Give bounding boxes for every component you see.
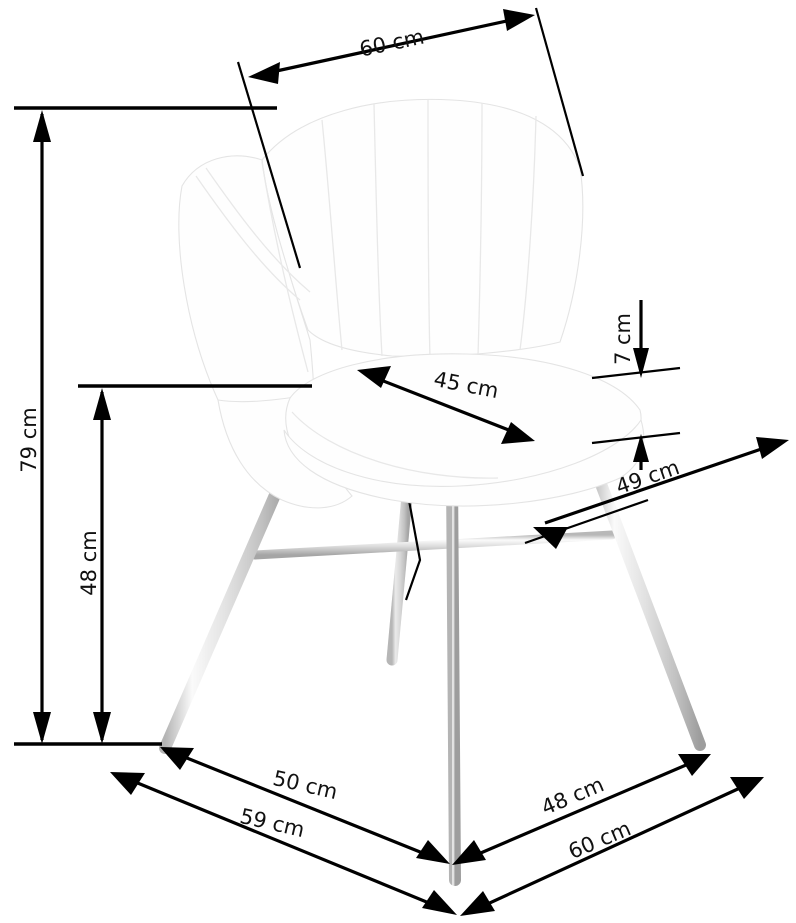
dimline-base-front-right bbox=[461, 757, 701, 863]
left-wing-edge-seam bbox=[261, 161, 309, 373]
chair-illustration bbox=[159, 98, 706, 886]
arrow-base-outer-left-start bbox=[110, 772, 145, 795]
label-seat-height: 48 cm bbox=[77, 530, 101, 595]
arrow-thickness-up bbox=[633, 434, 649, 462]
ext-thickness-upper bbox=[591, 366, 681, 380]
arrow-seat-depth-right bbox=[501, 422, 535, 444]
dimline-base-outer-right bbox=[469, 780, 754, 914]
dimension-seat-height: 48 cm bbox=[77, 388, 111, 744]
label-base-outer-right: 60 cm bbox=[565, 816, 635, 864]
backrest-seams bbox=[321, 99, 537, 359]
arrow-total-height-bottom bbox=[33, 712, 51, 744]
arrow-base-front-right-end bbox=[678, 754, 711, 776]
left-wing-fold-seam-2 bbox=[205, 167, 311, 293]
label-total-height: 79 cm bbox=[17, 407, 41, 472]
arrow-thickness-down bbox=[633, 348, 649, 378]
ext-back-width-right bbox=[534, 7, 585, 177]
dimension-back-width: 60 cm bbox=[236, 7, 585, 269]
arrow-base-outer-right-end bbox=[730, 777, 764, 799]
dimline-back-width bbox=[257, 15, 526, 77]
ext-back-width-left bbox=[236, 61, 302, 269]
dimension-total-height: 79 cm bbox=[17, 110, 51, 744]
arrow-base-outer-right-start bbox=[460, 891, 495, 916]
leg-front-centre bbox=[446, 469, 461, 886]
seat-front-seam bbox=[291, 411, 499, 479]
arrow-base-front-right-start bbox=[452, 840, 486, 865]
arrow-diagonal-left bbox=[533, 527, 568, 549]
leg-x-detail bbox=[404, 494, 422, 601]
arrow-back-width-left bbox=[248, 62, 280, 84]
dimline-base-outer-left bbox=[122, 775, 447, 912]
backrest-shell bbox=[261, 98, 584, 357]
dimension-seat-thickness: 7 cm bbox=[591, 300, 681, 470]
label-base-front-left: 50 cm bbox=[271, 766, 340, 804]
dimline-seat-depth bbox=[367, 373, 525, 438]
leg-front-right bbox=[584, 449, 706, 751]
arrow-seat-height-bottom bbox=[93, 712, 111, 744]
leg-rear-left bbox=[386, 479, 414, 666]
arrow-base-front-left-start bbox=[160, 747, 194, 770]
arrow-total-height-top bbox=[33, 110, 51, 142]
arrow-seat-height-top bbox=[93, 388, 111, 420]
arrow-back-width-right bbox=[503, 9, 535, 31]
leg-rear-left-shade bbox=[386, 479, 414, 666]
chair-legs bbox=[159, 449, 706, 886]
leg-front-left bbox=[159, 459, 294, 754]
dimline-seat-diagonal bbox=[544, 441, 780, 525]
dimline-base-front-left bbox=[171, 750, 441, 862]
dimension-base-outer-left: 59 cm bbox=[110, 772, 457, 915]
seat-left-skirt bbox=[217, 395, 353, 509]
dimension-base-front-left: 50 cm bbox=[160, 747, 450, 864]
arrow-seat-depth-left bbox=[357, 366, 391, 388]
arrow-base-front-left-end bbox=[416, 840, 450, 864]
ext-thickness-lower bbox=[591, 431, 681, 445]
arrow-base-outer-left-end bbox=[422, 890, 457, 915]
label-back-width: 60 cm bbox=[357, 24, 426, 61]
label-base-outer-left: 59 cm bbox=[238, 804, 307, 842]
arrow-diagonal-right bbox=[756, 437, 789, 459]
label-seat-thickness: 7 cm bbox=[611, 313, 635, 365]
